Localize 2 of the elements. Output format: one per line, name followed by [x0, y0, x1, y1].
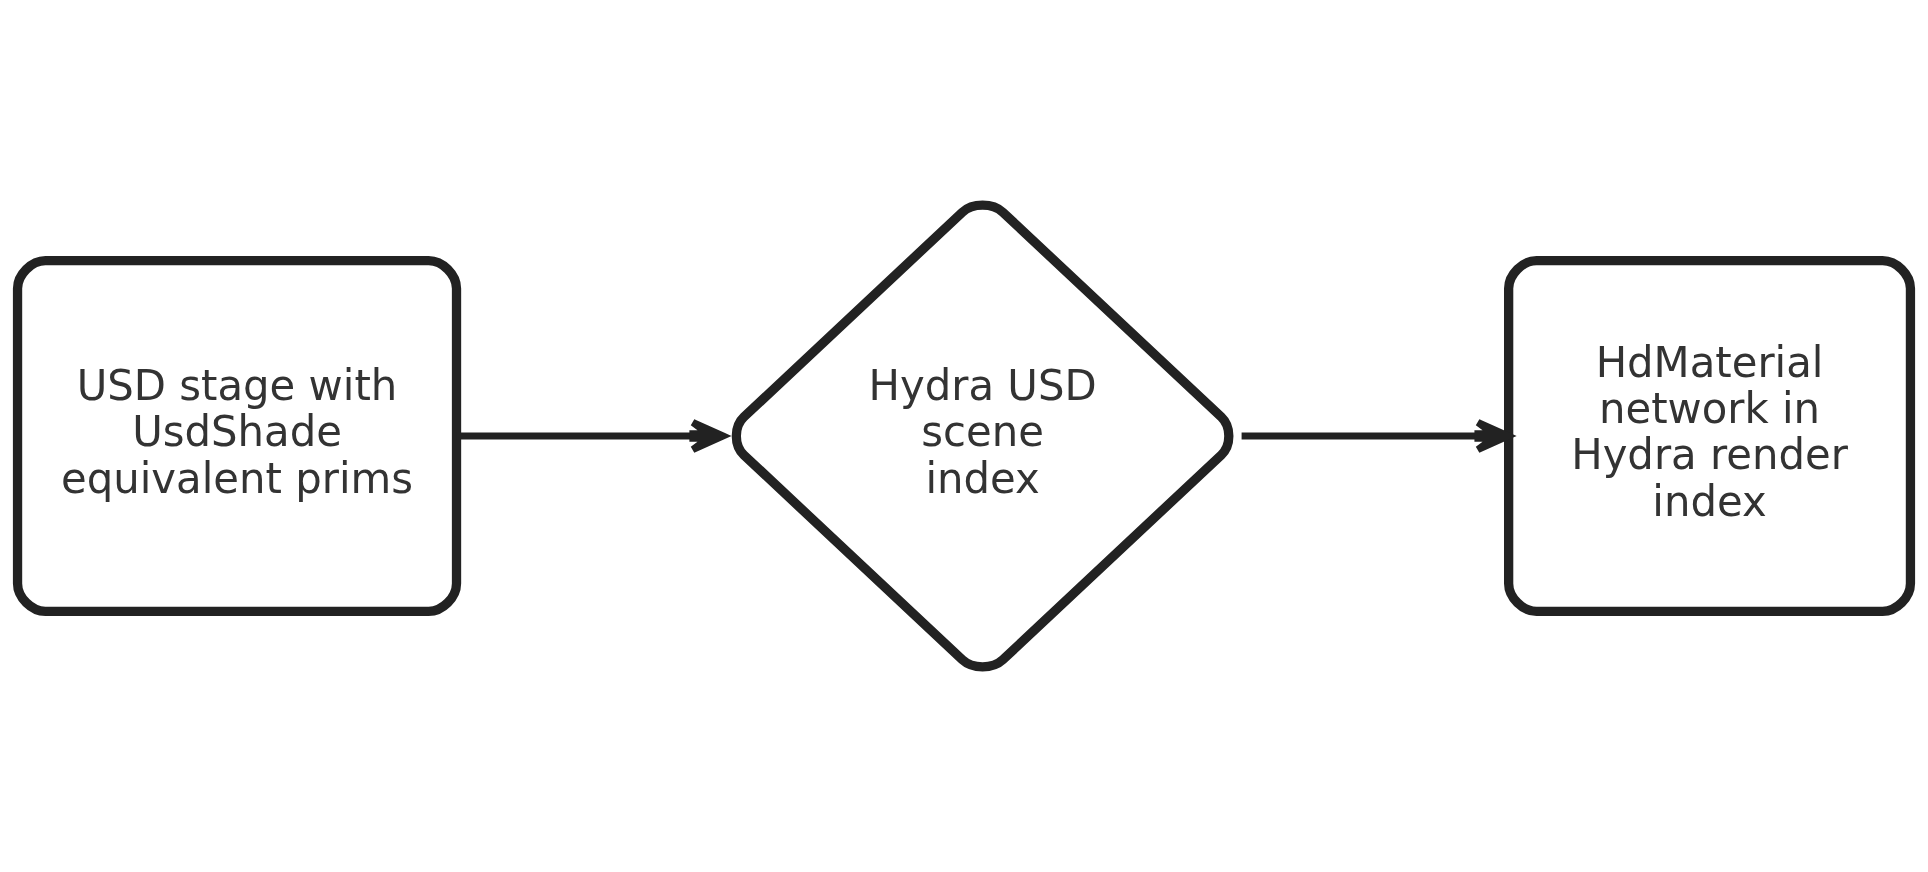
node-box: USD stage with UsdShade equivalent prims [12, 256, 462, 616]
node-box: HdMaterial network in Hydra render index [1504, 256, 1916, 616]
